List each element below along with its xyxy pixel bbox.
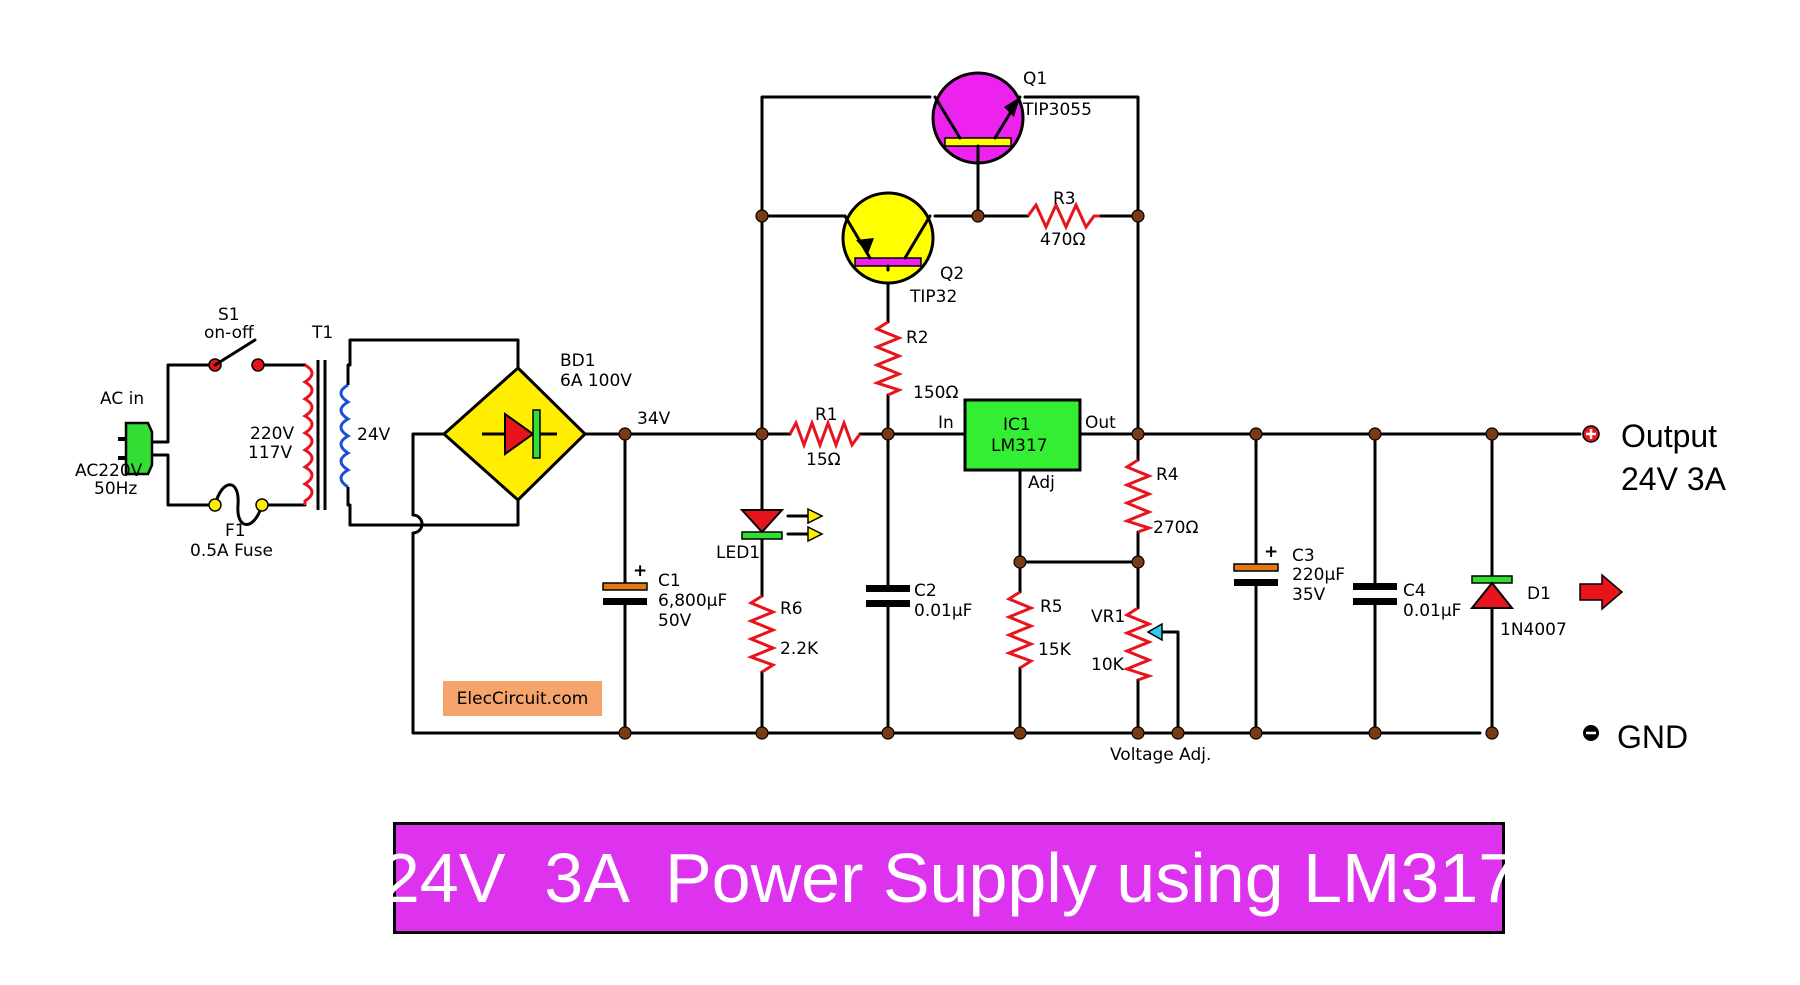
resistor-r6 (746, 594, 777, 674)
transistor-q1 (931, 71, 1025, 165)
q2-part: TIP32 (909, 287, 957, 307)
resistor-r2 (872, 320, 904, 397)
ac-spec-line2: 50Hz (94, 479, 137, 499)
t1-ref: T1 (311, 323, 333, 343)
t1-secondary: 24V (357, 425, 391, 445)
capacitor-c4 (1353, 583, 1397, 605)
rail-voltage: 34V (637, 409, 671, 429)
c1-voltage: 50V (658, 611, 692, 631)
c1-plus: + (633, 561, 647, 581)
s1-desc: on-off (204, 323, 255, 343)
junction-dots (618, 209, 1499, 740)
c3-value: 220µF (1292, 565, 1345, 585)
ic1-part: LM317 (991, 436, 1048, 456)
labels: AC in AC220V 50Hz S1 on-off F1 0.5A Fuse… (75, 69, 1727, 765)
vr1-value: 10K (1091, 655, 1125, 675)
resistor-r3 (1026, 201, 1100, 231)
output-line2: 24V 3A (1621, 461, 1727, 497)
regulator-ic1 (963, 398, 1082, 472)
transistor-q2 (841, 191, 935, 285)
resistor-r4 (1122, 458, 1154, 534)
capacitor-c3: + (1233, 542, 1279, 586)
r5-value: 15K (1038, 640, 1072, 660)
c1-value: 6,800µF (658, 591, 727, 611)
ic1-pin-out: Out (1085, 413, 1116, 433)
title-banner: 24V 3A Power Supply using LM317 (381, 822, 1517, 934)
t1-primary-line1: 220V (250, 424, 294, 444)
d1-part: 1N4007 (1500, 620, 1567, 640)
ground-label: GND (1617, 719, 1688, 755)
c3-voltage: 35V (1292, 585, 1326, 605)
page-title: 24V 3A Power Supply using LM317 (380, 839, 1518, 917)
q2-ref: Q2 (940, 264, 964, 284)
f1-desc: 0.5A Fuse (190, 541, 273, 561)
r1-value: 15Ω (806, 450, 841, 470)
s1-ref: S1 (218, 305, 240, 325)
ac-plug (118, 421, 154, 476)
capacitor-c1: + (602, 561, 648, 605)
r6-value: 2.2K (780, 639, 819, 659)
f1-ref: F1 (225, 521, 246, 541)
ground-terminal (1583, 725, 1599, 741)
resistor-r1 (788, 418, 862, 450)
r2-ref: R2 (906, 328, 929, 348)
r3-value: 470Ω (1040, 230, 1085, 250)
bd1-ref: BD1 (560, 351, 596, 371)
diode-d1 (1469, 573, 1624, 611)
q1-ref: Q1 (1023, 69, 1047, 89)
capacitor-c2 (866, 585, 910, 607)
output-line1: Output (1621, 418, 1717, 454)
vr1-ref: VR1 (1091, 607, 1125, 627)
bridge-rectifier-bd1 (441, 365, 588, 503)
potentiometer-vr1 (1122, 606, 1163, 682)
ac-spec-line1: AC220V (75, 461, 143, 481)
site-watermark: ElecCircuit.com (443, 681, 602, 716)
ac-in-label: AC in (100, 389, 144, 409)
d1-ref: D1 (1527, 584, 1551, 604)
r2-value: 150Ω (913, 383, 958, 403)
r4-ref: R4 (1156, 465, 1179, 485)
output-terminal (1582, 425, 1600, 443)
t1-primary-line2: 117V (248, 443, 292, 463)
r1-ref: R1 (815, 405, 838, 425)
c4-value: 0.01µF (1403, 601, 1461, 621)
r3-ref: R3 (1053, 189, 1076, 209)
q1-part: TIP3055 (1022, 100, 1092, 120)
switch-s1 (208, 338, 265, 372)
led1 (739, 507, 824, 543)
r5-ref: R5 (1040, 597, 1063, 617)
c2-ref: C2 (914, 581, 937, 601)
bd1-rating: 6A 100V (560, 371, 632, 391)
ic1-ref: IC1 (1003, 415, 1031, 435)
transformer-t1 (302, 360, 351, 510)
r4-value: 270Ω (1153, 518, 1198, 538)
fuse-f1 (208, 483, 269, 526)
wires (146, 95, 1582, 735)
ic1-pin-in: In (938, 413, 954, 433)
c4-ref: C4 (1403, 581, 1426, 601)
ic1-pin-adj: Adj (1028, 473, 1055, 493)
c1-ref: C1 (658, 571, 681, 591)
c2-value: 0.01µF (914, 601, 972, 621)
resistor-r5 (1004, 590, 1035, 670)
r6-ref: R6 (780, 599, 803, 619)
c3-plus: + (1264, 542, 1278, 562)
vr1-note: Voltage Adj. (1110, 745, 1211, 765)
c3-ref: C3 (1292, 546, 1315, 566)
led1-ref: LED1 (716, 543, 760, 563)
